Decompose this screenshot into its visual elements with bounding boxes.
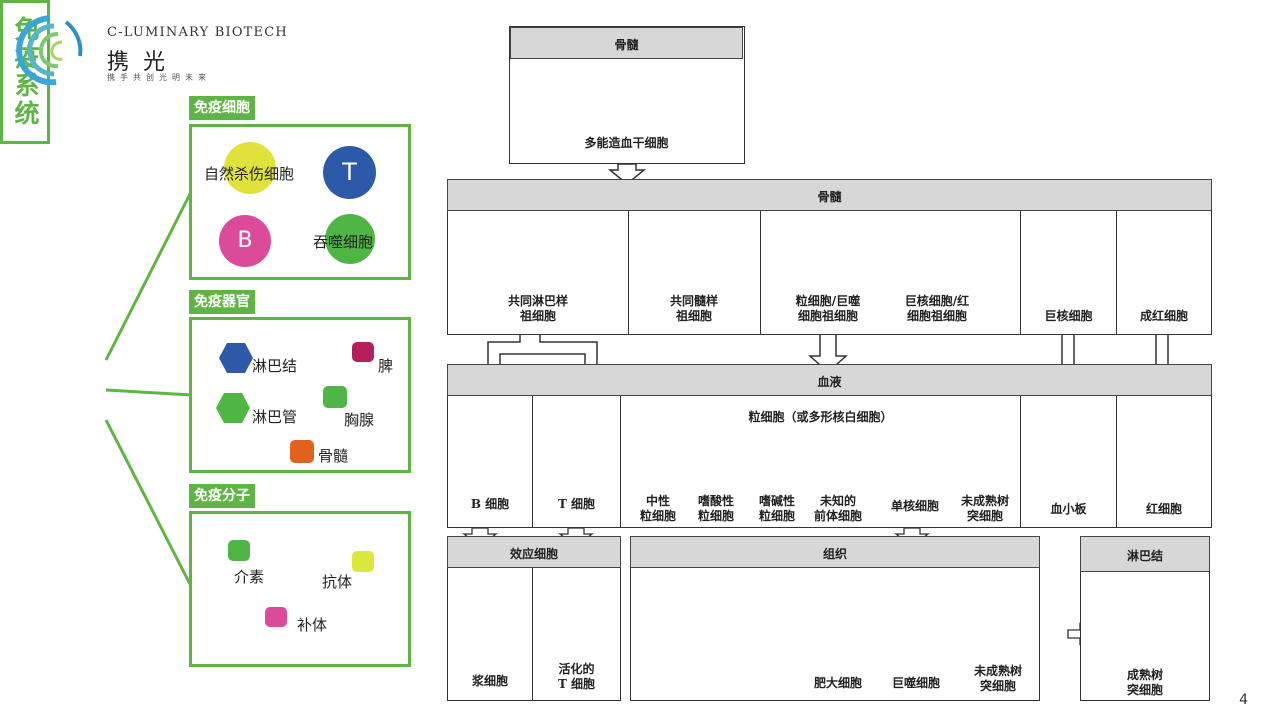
- arrow-stem-down-icon: [607, 163, 647, 185]
- mast-cell-label: 肥大细胞: [813, 676, 862, 690]
- basophil-label: 嗜碱性 粒细胞: [758, 494, 795, 523]
- band-top-marrow-label: 骨髓: [614, 38, 639, 52]
- panel-blood: [447, 396, 1212, 528]
- band-blood-label: 血液: [817, 375, 842, 389]
- stem-cell-label: 多能造血干细胞: [584, 136, 669, 150]
- panel-marrow: [447, 211, 1212, 335]
- panel-effector: [447, 568, 621, 701]
- panel-tissue: [630, 568, 1040, 701]
- complement-square: [265, 607, 287, 627]
- neutrophil-label: 中性 粒细胞: [639, 494, 676, 523]
- group-title-molecules: 免疫分子: [189, 484, 255, 508]
- phagocyte-label: 吞噬细胞: [313, 233, 374, 251]
- marrow-label: 骨髓: [318, 447, 349, 465]
- brand-slogan: 携手共创光明未来: [107, 73, 211, 82]
- t-cell-label: T 细胞: [557, 497, 596, 511]
- band-effector-label: 效应细胞: [509, 547, 558, 561]
- spleen-label: 脾: [378, 357, 394, 375]
- nk-cell-circle: [224, 142, 276, 194]
- marrow-square: [290, 440, 314, 463]
- b-cell-circle: B: [219, 215, 271, 267]
- antibody-label: 抗体: [322, 573, 353, 591]
- band-effector: [447, 536, 621, 568]
- antibody-square: [352, 551, 374, 572]
- band-top-marrow: [510, 27, 743, 59]
- spleen-square: [352, 342, 374, 362]
- mature-dc-label: 成熟树 突细胞: [1126, 668, 1163, 697]
- activated-t-label: 活化的 T 细胞: [557, 662, 596, 691]
- mindmap-connectors: [104, 189, 194, 589]
- b-cell-label: B 细胞: [470, 497, 510, 511]
- gm-progenitor-label: 粒细胞/巨噬 细胞祖细胞: [795, 294, 861, 323]
- phagocyte-circle: [325, 214, 375, 264]
- eosinophil-label: 嗜酸性 粒细胞: [697, 494, 734, 523]
- erythroblast-label: 成红细胞: [1139, 309, 1188, 323]
- megakaryocyte-label: 巨核细胞: [1044, 309, 1093, 323]
- plasma-cell-label: 浆细胞: [471, 674, 508, 688]
- lymph-node-label: 淋巴结: [252, 357, 298, 375]
- immature-dc-blood-label: 未成熟树 突细胞: [960, 494, 1009, 523]
- group-box-molecules: 介素 抗体 补体: [189, 511, 411, 667]
- brand-name-cn: 携光: [107, 50, 180, 75]
- band-tissue: [630, 536, 1040, 568]
- nk-cell-label: 自然杀伤细胞: [204, 165, 295, 183]
- thymus-square: [323, 386, 347, 408]
- band-tissue-label: 组织: [822, 547, 847, 561]
- group-box-organs: 淋巴结 脾 淋巴管 胸腺 骨髓: [189, 317, 411, 473]
- lymph-node-hexagon-icon: [219, 343, 253, 373]
- lymphoid-progenitor-label: 共同淋巴样 祖细胞: [507, 294, 568, 323]
- lymph-duct-hexagon-icon: [216, 393, 250, 423]
- monocyte-label: 单核细胞: [890, 499, 939, 513]
- band-marrow-label: 骨髓: [817, 190, 842, 204]
- band-lymph: [1080, 536, 1210, 572]
- brand-name-en: C-Luminary Biotech: [107, 25, 288, 40]
- platelet-label: 血小板: [1050, 502, 1087, 516]
- interleukin-label: 介素: [234, 568, 265, 586]
- panel-stem: 骨髓 多能造血干细胞: [509, 26, 745, 164]
- complement-label: 补体: [297, 616, 328, 634]
- band-marrow: [447, 179, 1212, 211]
- page-number: 4: [1239, 692, 1248, 708]
- granulocyte-title: 粒细胞（或多形核白细胞）: [748, 410, 893, 424]
- erythrocyte-label: 红细胞: [1145, 502, 1182, 516]
- group-box-cells: 自然杀伤细胞 T B 吞噬细胞: [189, 124, 411, 280]
- group-title-organs: 免疫器官: [189, 290, 255, 314]
- immature-dc-tissue-label: 未成熟树 突细胞: [973, 664, 1022, 693]
- band-blood: [447, 364, 1212, 396]
- brand-logo-icon: [16, 15, 83, 86]
- group-title-cells: 免疫细胞: [189, 96, 255, 120]
- t-cell-circle: T: [323, 146, 376, 199]
- lymph-duct-label: 淋巴管: [252, 408, 298, 426]
- mep-progenitor-label: 巨核细胞/红 细胞祖细胞: [904, 294, 970, 323]
- interleukin-square: [228, 540, 250, 561]
- band-lymph-label: 淋巴结: [1126, 549, 1163, 563]
- thymus-label: 胸腺: [344, 411, 375, 429]
- macrophage-label: 巨噬细胞: [891, 676, 940, 690]
- precursor-label: 未知的 前体细胞: [813, 494, 862, 523]
- myeloid-progenitor-label: 共同髓样 祖细胞: [669, 294, 718, 323]
- panel-lymph: [1080, 572, 1210, 701]
